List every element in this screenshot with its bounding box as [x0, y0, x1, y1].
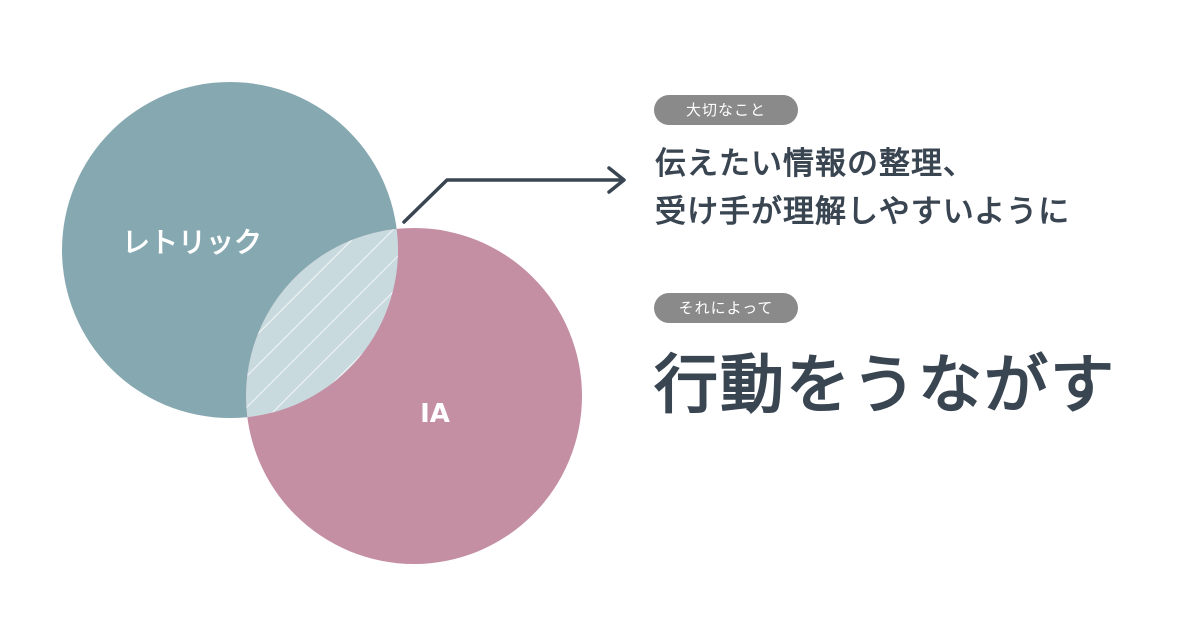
- arrowhead-icon: [607, 166, 626, 194]
- result-headline: 行動をうながす: [654, 349, 1116, 423]
- important-tag: 大切なこと: [654, 95, 798, 125]
- ia-label: IA: [420, 399, 450, 429]
- result-tag: それによって: [654, 293, 798, 323]
- description-line-2: 受け手が理解しやすいように: [655, 194, 1071, 230]
- description-line-1: 伝えたい情報の整理、: [655, 146, 975, 182]
- connector-line: [402, 178, 622, 224]
- overlap-region: [246, 228, 398, 418]
- rhetoric-label: レトリック: [122, 226, 262, 259]
